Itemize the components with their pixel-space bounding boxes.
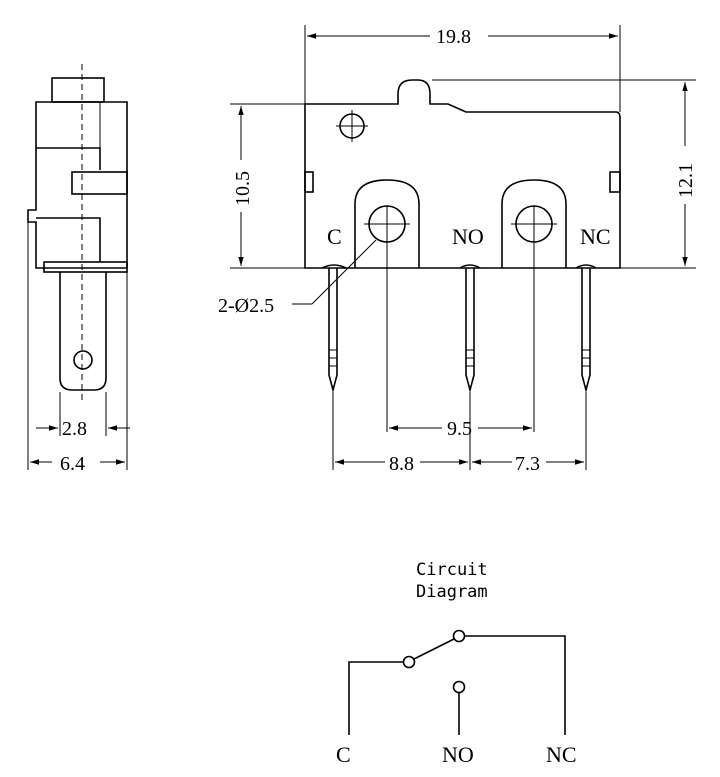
switch-arm <box>413 638 455 660</box>
circuit-title-line2: Diagram <box>416 582 488 602</box>
dim-hole-spacing: 9.5 <box>447 418 472 440</box>
dim-c-to-no: 8.8 <box>389 453 414 475</box>
circuit-diagram: Circuit Diagram C NO NC <box>336 560 577 767</box>
mounting-boss-left <box>354 179 420 268</box>
mounting-boss-right <box>501 179 567 268</box>
circuit-label-nc: NC <box>546 742 577 767</box>
pin-no <box>465 268 475 394</box>
dim-overall-width: 19.8 <box>436 26 471 48</box>
label-c: C <box>327 224 342 249</box>
circuit-label-no: NO <box>442 742 474 767</box>
dim-side-width: 6.4 <box>60 453 85 475</box>
pin-nc <box>581 268 591 394</box>
wire-nc <box>465 635 566 735</box>
switch-body <box>304 79 621 269</box>
front-view: C NO NC 19.8 10.5 12.1 2-Ø2.5 <box>218 25 697 475</box>
side-view-terminal <box>59 272 107 391</box>
dim-no-to-nc: 7.3 <box>515 453 540 475</box>
side-view-body <box>27 101 128 269</box>
pin-c <box>328 268 338 394</box>
contact-common <box>402 655 416 669</box>
label-nc: NC <box>580 224 611 249</box>
side-view-plunger <box>51 77 105 103</box>
contact-nc <box>452 629 466 643</box>
circuit-title-line1: Circuit <box>416 560 488 580</box>
circuit-label-c: C <box>336 742 351 767</box>
dim-body-height: 10.5 <box>232 171 254 206</box>
side-view: 2.8 6.4 <box>27 64 130 475</box>
contact-no <box>452 680 466 694</box>
side-view-terminal-hole <box>73 350 93 370</box>
label-no: NO <box>452 224 484 249</box>
dim-overall-height: 12.1 <box>675 163 697 198</box>
wire-c <box>348 661 403 735</box>
dim-terminal-width: 2.8 <box>62 418 87 440</box>
hole-callout: 2-Ø2.5 <box>218 295 274 317</box>
